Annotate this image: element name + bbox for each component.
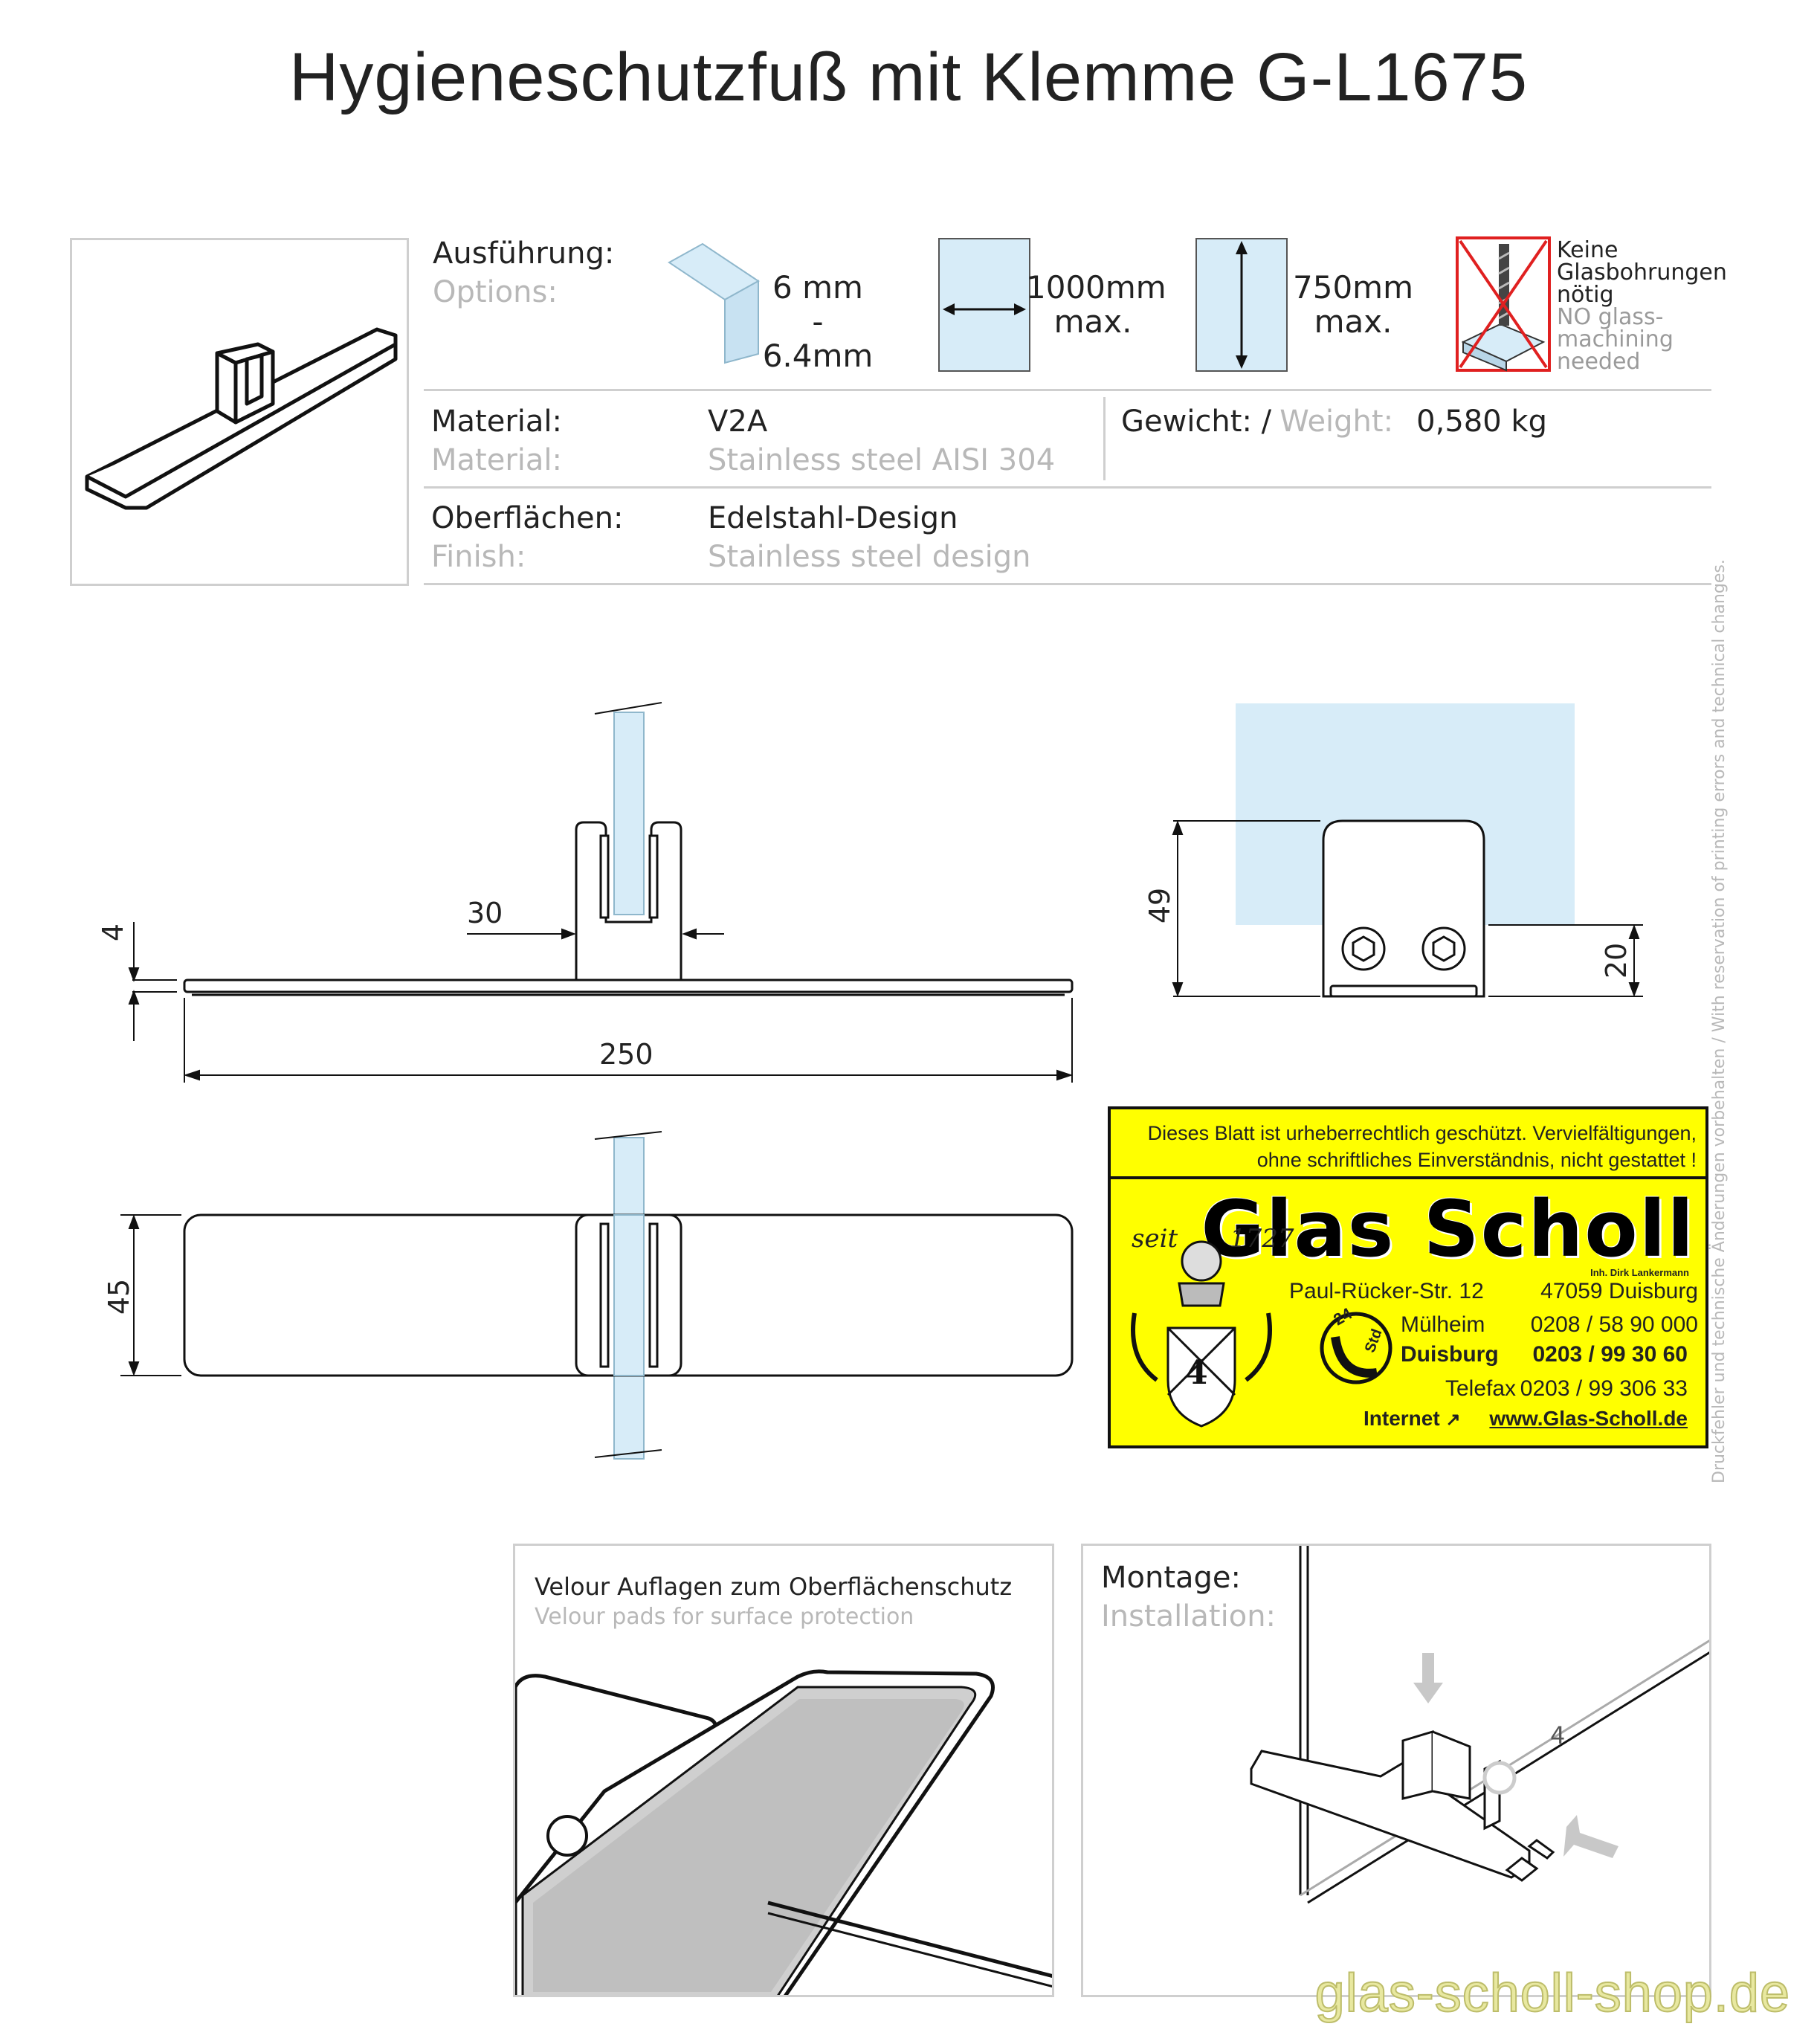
svg-text:4: 4 xyxy=(1185,1354,1208,1392)
weight-label-de: Gewicht: / xyxy=(1121,404,1272,439)
weight-value: 0,580 kg xyxy=(1416,404,1547,439)
no-drilling-text: Keine Glasbohrungen nötig NO glass- mach… xyxy=(1557,239,1727,373)
company-ad: Glas Scholl Inh. Dirk Lankermann seit 17… xyxy=(1108,1179,1708,1448)
finish-label-de: Oberflächen: xyxy=(431,501,624,535)
divider-2 xyxy=(424,486,1711,489)
velour-pad-illustration xyxy=(515,1669,1052,1995)
no-drilling-icon xyxy=(1456,236,1551,372)
weight-label-en: Weight: xyxy=(1279,404,1394,439)
no-drilling-en-1: NO glass- xyxy=(1557,304,1664,330)
finish-label-en: Finish: xyxy=(431,540,526,574)
install-panel: Montage: Installation: 4 xyxy=(1081,1544,1711,1997)
phone-duisburg-number: 0203 / 99 30 60 xyxy=(1532,1342,1688,1367)
divider-vertical xyxy=(1103,397,1106,480)
dim-30: 30 xyxy=(467,897,503,929)
no-drilling-de-3: nötig xyxy=(1557,282,1614,308)
dim-20: 20 xyxy=(1600,942,1633,979)
phone-fax-number: 0203 / 99 306 33 xyxy=(1520,1376,1688,1401)
copyright-notice-line-2: ohne schriftliches Einverständnis, nicht… xyxy=(1256,1149,1697,1171)
internet-label: Internet xyxy=(1363,1407,1440,1430)
address-city: 47059 Duisburg xyxy=(1540,1279,1698,1303)
divider-3 xyxy=(424,583,1711,585)
max-height-value: 750mm xyxy=(1293,269,1413,306)
phone-muelheim-label: Mülheim xyxy=(1401,1312,1485,1337)
company-owner: Inh. Dirk Lankermann xyxy=(1590,1267,1689,1278)
copyright-notice-line-1: Dieses Blatt ist urheberrechtlich geschü… xyxy=(1147,1122,1697,1144)
since-year: 1727 xyxy=(1230,1224,1294,1254)
finish-value-en: Stainless steel design xyxy=(708,540,1031,574)
phone-24h-icon xyxy=(1320,1312,1392,1384)
thickness-line-2: - xyxy=(812,303,824,340)
page-title: Hygieneschutzfuß mit Klemme G-L1675 xyxy=(288,39,1529,115)
thickness-line-3: 6.4mm xyxy=(762,338,874,374)
options-label-en: Options: xyxy=(433,275,558,309)
website-link[interactable]: www.Glas-Scholl.de xyxy=(1489,1407,1688,1430)
cursor-icon: ↗ xyxy=(1445,1410,1461,1430)
shop-watermark: glas-scholl-shop.de xyxy=(1314,1963,1790,2024)
coat-of-arms-logo: 4 xyxy=(1131,1240,1272,1428)
product-illustration xyxy=(85,327,398,510)
dim-45: 45 xyxy=(103,1278,136,1315)
weight-row: Gewicht: / Weight: 0,580 kg xyxy=(1121,404,1547,439)
front-view-drawing xyxy=(1172,703,1643,998)
product-thumbnail xyxy=(70,238,409,586)
address-street: Paul-Rücker-Str. 12 xyxy=(1289,1279,1484,1303)
phone-list: Mülheim 0208 / 58 90 000 Duisburg 0203 /… xyxy=(1401,1310,1698,1404)
disclaimer-note: Druckfehler und technische Änderungen vo… xyxy=(1710,559,1729,1483)
material-label-en: Material: xyxy=(431,443,562,477)
phone-fax-label: Telefax xyxy=(1445,1376,1517,1401)
side-view-drawing xyxy=(128,702,1074,1083)
since-label: seit xyxy=(1132,1224,1178,1254)
max-height-text: 750mm max. xyxy=(1286,271,1420,339)
options-label-de: Ausführung: xyxy=(433,236,615,271)
company-brand: Glas Scholl xyxy=(1201,1184,1695,1274)
dim-49: 49 xyxy=(1143,887,1177,924)
phone-muelheim-number: 0208 / 58 90 000 xyxy=(1530,1312,1698,1337)
max-height-icon xyxy=(1195,238,1288,372)
max-width-suffix: max. xyxy=(1053,303,1132,340)
install-title-en: Installation: xyxy=(1101,1599,1277,1634)
install-dim-4: 4 xyxy=(1550,1721,1566,1750)
phone-row-duisburg: Duisburg 0203 / 99 30 60 xyxy=(1401,1340,1698,1370)
copyright-notice: Dieses Blatt ist urheberrechtlich geschü… xyxy=(1108,1106,1708,1179)
max-width-text: 1000mm max. xyxy=(1026,269,1166,340)
no-drilling-en-3: needed xyxy=(1557,349,1641,375)
pads-title-en: Velour pads for surface protection xyxy=(535,1604,914,1630)
phone-duisburg-label: Duisburg xyxy=(1401,1342,1499,1367)
installation-illustration xyxy=(1250,1546,1709,1904)
pads-panel: Velour Auflagen zum Oberflächenschutz Ve… xyxy=(513,1544,1054,1997)
dim-250: 250 xyxy=(599,1038,653,1071)
thickness-text: 6 mm - 6.4mm xyxy=(751,271,885,373)
no-drilling-en-2: machining xyxy=(1557,326,1674,352)
no-drilling-de-1: Keine xyxy=(1557,237,1618,263)
max-width-icon xyxy=(938,238,1030,372)
material-value-en: Stainless steel AISI 304 xyxy=(708,443,1056,477)
thickness-line-1: 6 mm xyxy=(772,269,863,306)
phone-row-fax: Telefax 0203 / 99 306 33 xyxy=(1401,1374,1698,1404)
top-view-drawing xyxy=(120,1131,1074,1460)
material-value-de: V2A xyxy=(708,404,768,439)
pads-title-de: Velour Auflagen zum Oberflächenschutz xyxy=(535,1573,1013,1601)
max-width-value: 1000mm xyxy=(1026,269,1166,306)
glass-thickness-icon xyxy=(668,242,760,364)
no-drilling-de-2: Glasbohrungen xyxy=(1557,259,1727,286)
internet-row: Internet ↗ www.Glas-Scholl.de xyxy=(1363,1407,1698,1431)
install-title-de: Montage: xyxy=(1101,1561,1242,1595)
material-label-de: Material: xyxy=(431,404,562,439)
finish-value-de: Edelstahl-Design xyxy=(708,501,958,535)
address-row: Paul-Rücker-Str. 12 47059 Duisburg xyxy=(1289,1279,1698,1304)
max-height-suffix: max. xyxy=(1314,303,1392,340)
divider-1 xyxy=(424,389,1711,391)
phone-row-muelheim: Mülheim 0208 / 58 90 000 xyxy=(1401,1310,1698,1340)
